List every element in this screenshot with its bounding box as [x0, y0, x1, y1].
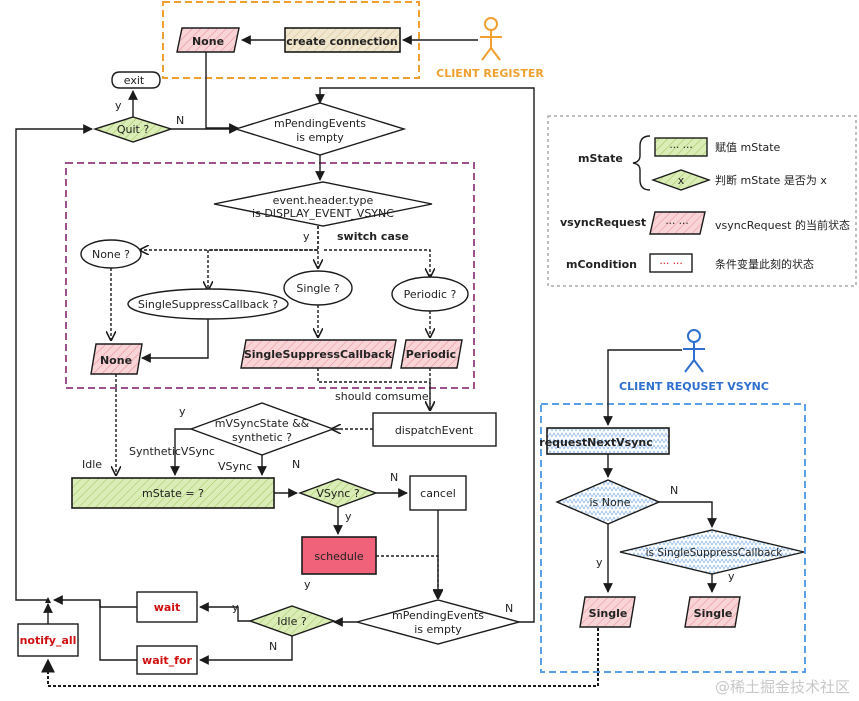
- quit-label: Quit ?: [117, 123, 149, 136]
- vsync-decision-label: VSync ?: [316, 487, 360, 500]
- legend-vsync-request-dots: ··· ···: [665, 218, 688, 230]
- idle-decision: [247, 605, 337, 637]
- client-request-frame: [540, 403, 806, 673]
- pending-events-decision: [233, 102, 407, 156]
- vsync-edge-label: VSync: [218, 460, 252, 473]
- is-none-yes-label: y: [596, 556, 603, 569]
- is-none-no-label: N: [670, 484, 678, 497]
- legend-mcondition-text: 条件变量此刻的状态: [715, 257, 814, 271]
- ssc-state: [240, 339, 397, 369]
- legend-vsync-request-label: vsyncRequest: [560, 216, 646, 229]
- single-state-left: [579, 596, 636, 628]
- none-state-top: [176, 27, 240, 53]
- none-q-label: None ?: [92, 248, 130, 261]
- client-request-actor-icon: [683, 329, 705, 373]
- pending-events-line2: is empty: [296, 131, 344, 144]
- vsync-state-yes-label: y: [179, 405, 186, 418]
- synthetic-vsync-label: SyntheticVSync: [129, 445, 215, 458]
- ssc-state-label: SingleSuppressCallback: [244, 348, 393, 361]
- pending-events-line1: mPendingEvents: [274, 117, 366, 130]
- event-type-decision: [213, 181, 433, 227]
- request-next-vsync-label: requestNextVsync: [539, 436, 652, 449]
- pending-events-bottom-decision: [354, 599, 522, 645]
- ssc-q-label: SingleSuppressCallback ?: [138, 298, 278, 311]
- request-next-vsync-box: [546, 427, 670, 455]
- legend-judge-swatch: [650, 169, 712, 191]
- exit-label: exit: [124, 74, 145, 87]
- is-none-label: is None: [590, 496, 631, 509]
- switch-case-label: switch case: [337, 230, 409, 243]
- schedule-label: schedule: [314, 550, 364, 563]
- periodic-state-label: Periodic: [406, 348, 456, 361]
- legend-vsync-request-swatch: [649, 211, 706, 235]
- legend-vsync-request-text: vsyncRequest 的当前状态: [715, 218, 850, 232]
- none-state-switch: [90, 343, 143, 375]
- wait-for-label: wait_for: [142, 654, 192, 667]
- single-state-right: [684, 596, 741, 628]
- vsync-decision-yes-label: y: [345, 510, 352, 523]
- single-state-left-label: Single: [589, 607, 628, 620]
- dispatch-event-label: dispatchEvent: [395, 424, 474, 437]
- create-connection-label: create connection: [286, 35, 398, 48]
- exit-node: [111, 71, 161, 89]
- event-type-yes-label: y: [303, 230, 310, 243]
- pending-events-bottom-line2: is empty: [414, 623, 462, 636]
- client-request-label: CLIENT REQUSET VSYNC: [619, 380, 769, 393]
- legend-mstate-label: mState: [578, 152, 623, 165]
- quit-no-label: N: [176, 114, 184, 127]
- client-register-label: CLIENT REGISTER: [436, 67, 544, 80]
- merge-point-icon: [45, 597, 51, 603]
- idle-decision-yes-label: y: [304, 578, 311, 591]
- cancel-label: cancel: [420, 487, 456, 500]
- vsync-decision-no-label: N: [390, 471, 398, 484]
- idle-yes-label: y: [232, 601, 239, 614]
- idle-no-label: N: [269, 640, 277, 653]
- cancel-box: [409, 475, 467, 511]
- legend-mcondition-label: mCondition: [566, 258, 637, 271]
- legend-frame: [547, 115, 857, 287]
- pending-events-bottom-no-label: N: [505, 602, 513, 615]
- legend-judge-text: 判断 mState 是否为 x: [715, 173, 827, 187]
- vsync-state-line2: synthetic ?: [232, 431, 292, 444]
- client-register-frame: [162, 1, 420, 79]
- legend-assign-dots: ··· ···: [669, 142, 692, 154]
- idle-edge-label: Idle: [82, 458, 102, 471]
- is-ssc-label: is SingleSuppressCallback: [646, 547, 784, 559]
- notify-all-label: notify_all: [20, 634, 77, 647]
- periodic-q-label: Periodic ?: [404, 288, 457, 301]
- mstate-label: mState = ?: [142, 487, 204, 500]
- notify-all-box: [17, 623, 79, 657]
- legend-assign-swatch: [654, 137, 708, 157]
- watermark: @稀土掘金技术社区: [715, 678, 850, 696]
- single-state-right-label: Single: [694, 607, 733, 620]
- schedule-box: [301, 536, 377, 575]
- wait-label: wait: [154, 601, 181, 614]
- is-ssc-decision: [619, 529, 805, 575]
- event-type-line1: event.header.type: [273, 194, 374, 207]
- wait-box: [136, 591, 198, 623]
- pending-events-bottom-line1: mPendingEvents: [392, 609, 484, 622]
- client-register-actor-icon: [480, 17, 502, 61]
- vsync-state-line1: mVSyncState &&: [215, 417, 310, 430]
- legend-judge-x: x: [678, 174, 685, 187]
- vsync-state-no-label: N: [292, 458, 300, 471]
- legend-assign-text: 赋值 mState: [715, 141, 781, 154]
- quit-yes-label: y: [115, 99, 122, 112]
- legend-mcondition-dots: ··· ···: [659, 258, 682, 270]
- event-type-line2: is DISPLAY_EVENT_VSYNC: [252, 207, 394, 220]
- none-state-top-label: None: [192, 35, 224, 48]
- single-q-label: Single ?: [296, 282, 339, 295]
- idle-decision-label: Idle ?: [277, 615, 307, 628]
- none-state-switch-label: None: [100, 354, 132, 367]
- dispatch-event-box: [372, 412, 497, 447]
- is-ssc-yes-label: y: [728, 570, 735, 583]
- create-connection-box: [284, 27, 401, 53]
- should-consume-label: should comsume: [335, 390, 429, 403]
- legend-mcondition-swatch: [649, 253, 693, 273]
- legend-brace: [632, 135, 651, 191]
- switch-case-frame: [65, 162, 475, 389]
- periodic-state: [400, 339, 463, 369]
